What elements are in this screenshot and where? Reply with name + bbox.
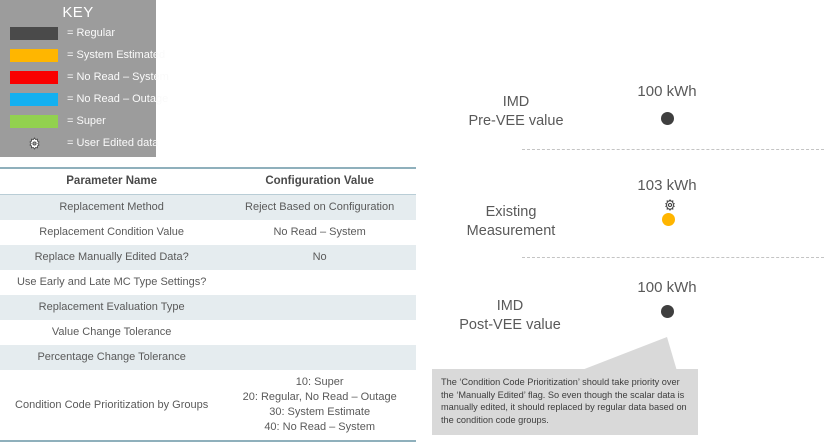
gear-icon (10, 136, 58, 150)
cell-parameter-name: Replace Manually Edited Data? (34, 251, 189, 263)
table-row: Condition Code Prioritization by Groups 1… (0, 370, 416, 441)
key-title: KEY (62, 4, 94, 21)
cell-configuration-value: 10: Super 20: Regular, No Read – Outage … (242, 376, 397, 433)
cell-parameter-name: Condition Code Prioritization by Groups (15, 398, 209, 411)
stage-label-post-vee: IMD Post-VEE value (459, 298, 561, 333)
configuration-table: Parameter Name Configuration Value Repla… (0, 167, 416, 442)
callout-text: The ‘Condition Code Prioritization’ shou… (441, 377, 687, 425)
cell-parameter-name: Percentage Change Tolerance (37, 351, 186, 363)
key-item-label: = Regular (67, 27, 116, 39)
marker-dot-existing (662, 213, 675, 226)
column-header-parameter-name: Parameter Name (0, 168, 224, 195)
key-item-label: = System Estimated (67, 49, 166, 61)
cell-parameter-name: Value Change Tolerance (51, 326, 172, 338)
table-header-row: Parameter Name Configuration Value (0, 168, 416, 195)
cell-configuration-value: Reject Based on Configuration (245, 201, 395, 213)
cell-configuration-value (223, 270, 416, 295)
user-edited-gear-icon (664, 198, 676, 216)
color-swatch (10, 48, 58, 62)
table-row: Replacement Evaluation Type (0, 295, 416, 320)
stage-value-pre-vee: 100 kWh (637, 83, 697, 100)
cell-configuration-value (223, 295, 416, 320)
callout-box: The ‘Condition Code Prioritization’ shou… (432, 369, 698, 436)
key-item-list: = Regular = System Estimated = No Read – S… (0, 23, 169, 153)
cell-configuration-value: No Read – System (273, 226, 366, 238)
stage-value-existing: 103 kWh (637, 177, 697, 194)
divider-line-1 (522, 149, 824, 150)
callout-pointer-triangle (569, 337, 677, 375)
cell-parameter-name: Replacement Condition Value (39, 226, 184, 238)
key-item: = No Read – Outage (0, 89, 168, 109)
key-item: = System Estimated (0, 45, 165, 65)
color-swatch (10, 70, 58, 84)
key-item-label: = No Read – System (67, 71, 169, 83)
key-item: = Regular (0, 23, 156, 43)
key-item: = Super (0, 111, 156, 131)
table-row: Replace Manually Edited Data? No (0, 245, 416, 270)
cell-parameter-name: Replacement Method (59, 201, 164, 213)
divider-line-2 (522, 257, 824, 258)
cell-configuration-value (223, 345, 416, 370)
table-row: Replacement Condition Value No Read – Sys… (0, 220, 416, 245)
stage-value-post-vee: 100 kWh (637, 279, 697, 296)
cell-configuration-value (223, 320, 416, 345)
key-item-label: = User Edited data (67, 137, 159, 149)
key-item-label: = No Read – Outage (67, 93, 169, 105)
vee-flow-diagram: 100 kWh IMD Pre-VEE value 103 kWh Existi… (416, 0, 824, 436)
table-body: Replacement Method Reject Based on Config… (0, 194, 416, 441)
cell-parameter-name: Replacement Evaluation Type (38, 301, 185, 313)
table-row: Value Change Tolerance (0, 320, 416, 345)
key-item: = User Edited data (0, 133, 159, 153)
column-header-configuration-value: Configuration Value (223, 168, 416, 195)
stage-label-pre-vee: IMD Pre-VEE value (468, 94, 564, 129)
marker-dot-post-vee (661, 305, 674, 318)
table-row: Use Early and Late MC Type Settings? (0, 270, 416, 295)
cell-configuration-value: No (312, 251, 327, 263)
color-swatch (10, 92, 58, 106)
stage-label-existing: Existing Measurement (466, 204, 556, 239)
callout-annotation: The ‘Condition Code Prioritization’ shou… (416, 299, 716, 436)
color-swatch (10, 114, 58, 128)
key-item: = No Read – System (0, 67, 169, 87)
key-item-label: = Super (67, 115, 106, 127)
table-row: Replacement Method Reject Based on Config… (0, 194, 416, 220)
marker-dot-pre-vee (661, 112, 674, 125)
key-legend-panel: KEY = Regular = System Estimated = No Read… (0, 0, 169, 157)
table-row: Percentage Change Tolerance (0, 345, 416, 370)
color-swatch (10, 26, 58, 40)
cell-parameter-name: Use Early and Late MC Type Settings? (16, 276, 207, 288)
